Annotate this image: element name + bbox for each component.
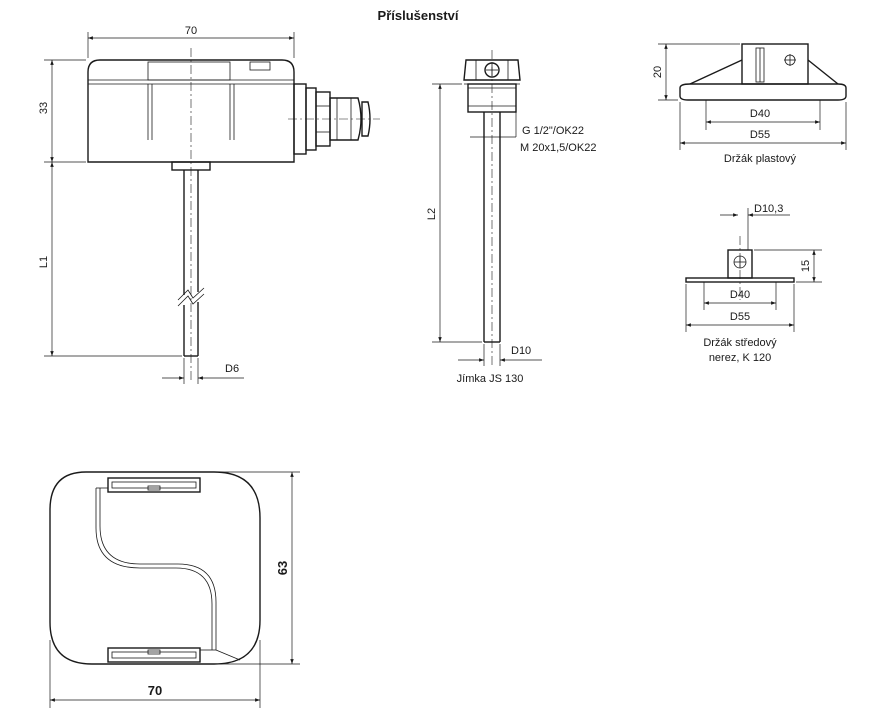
- thermowell-drawing: L2 G 1/2"/OK22 M 20x1,5/OK22 D10 Jímka J…: [426, 50, 596, 385]
- plastic-holder-drawing: 20 D40 D55 Držák plastový: [652, 43, 847, 165]
- center-holder-height-label: 15: [800, 260, 812, 272]
- center-holder-inner-label: D40: [730, 289, 750, 301]
- plastic-holder-caption: Držák plastový: [724, 153, 797, 165]
- sensor-length-label: L1: [38, 256, 50, 268]
- sensor-side-view: 70 33 L1 D6: [38, 25, 380, 384]
- page-title: Příslušenství: [378, 8, 459, 23]
- well-thread-label-2: M 20x1,5/OK22: [520, 142, 596, 154]
- center-holder-caption-2: nerez, K 120: [709, 352, 771, 364]
- well-caption: Jímka JS 130: [457, 373, 524, 385]
- sensor-width-label: 70: [185, 25, 197, 37]
- center-holder-drawing: D10,3 15 D40 D55 Držák středový nerez, K…: [685, 203, 822, 364]
- top-view-width-label: 70: [148, 683, 162, 698]
- center-holder-outer-label: D55: [730, 311, 750, 323]
- plastic-holder-inner-label: D40: [750, 108, 770, 120]
- well-thread-label-1: G 1/2"/OK22: [522, 125, 584, 137]
- well-diameter-label: D10: [511, 345, 531, 357]
- top-view-height-label: 63: [275, 561, 290, 575]
- center-holder-bore-label: D10,3: [754, 203, 783, 215]
- sensor-diameter-label: D6: [225, 363, 239, 375]
- center-holder-caption-1: Držák středový: [703, 337, 777, 349]
- sensor-height-label: 33: [38, 102, 50, 114]
- plastic-holder-height-label: 20: [652, 66, 664, 78]
- well-length-label: L2: [426, 208, 438, 220]
- plastic-holder-outer-label: D55: [750, 129, 770, 141]
- top-view-drawing: 63 70: [49, 471, 300, 708]
